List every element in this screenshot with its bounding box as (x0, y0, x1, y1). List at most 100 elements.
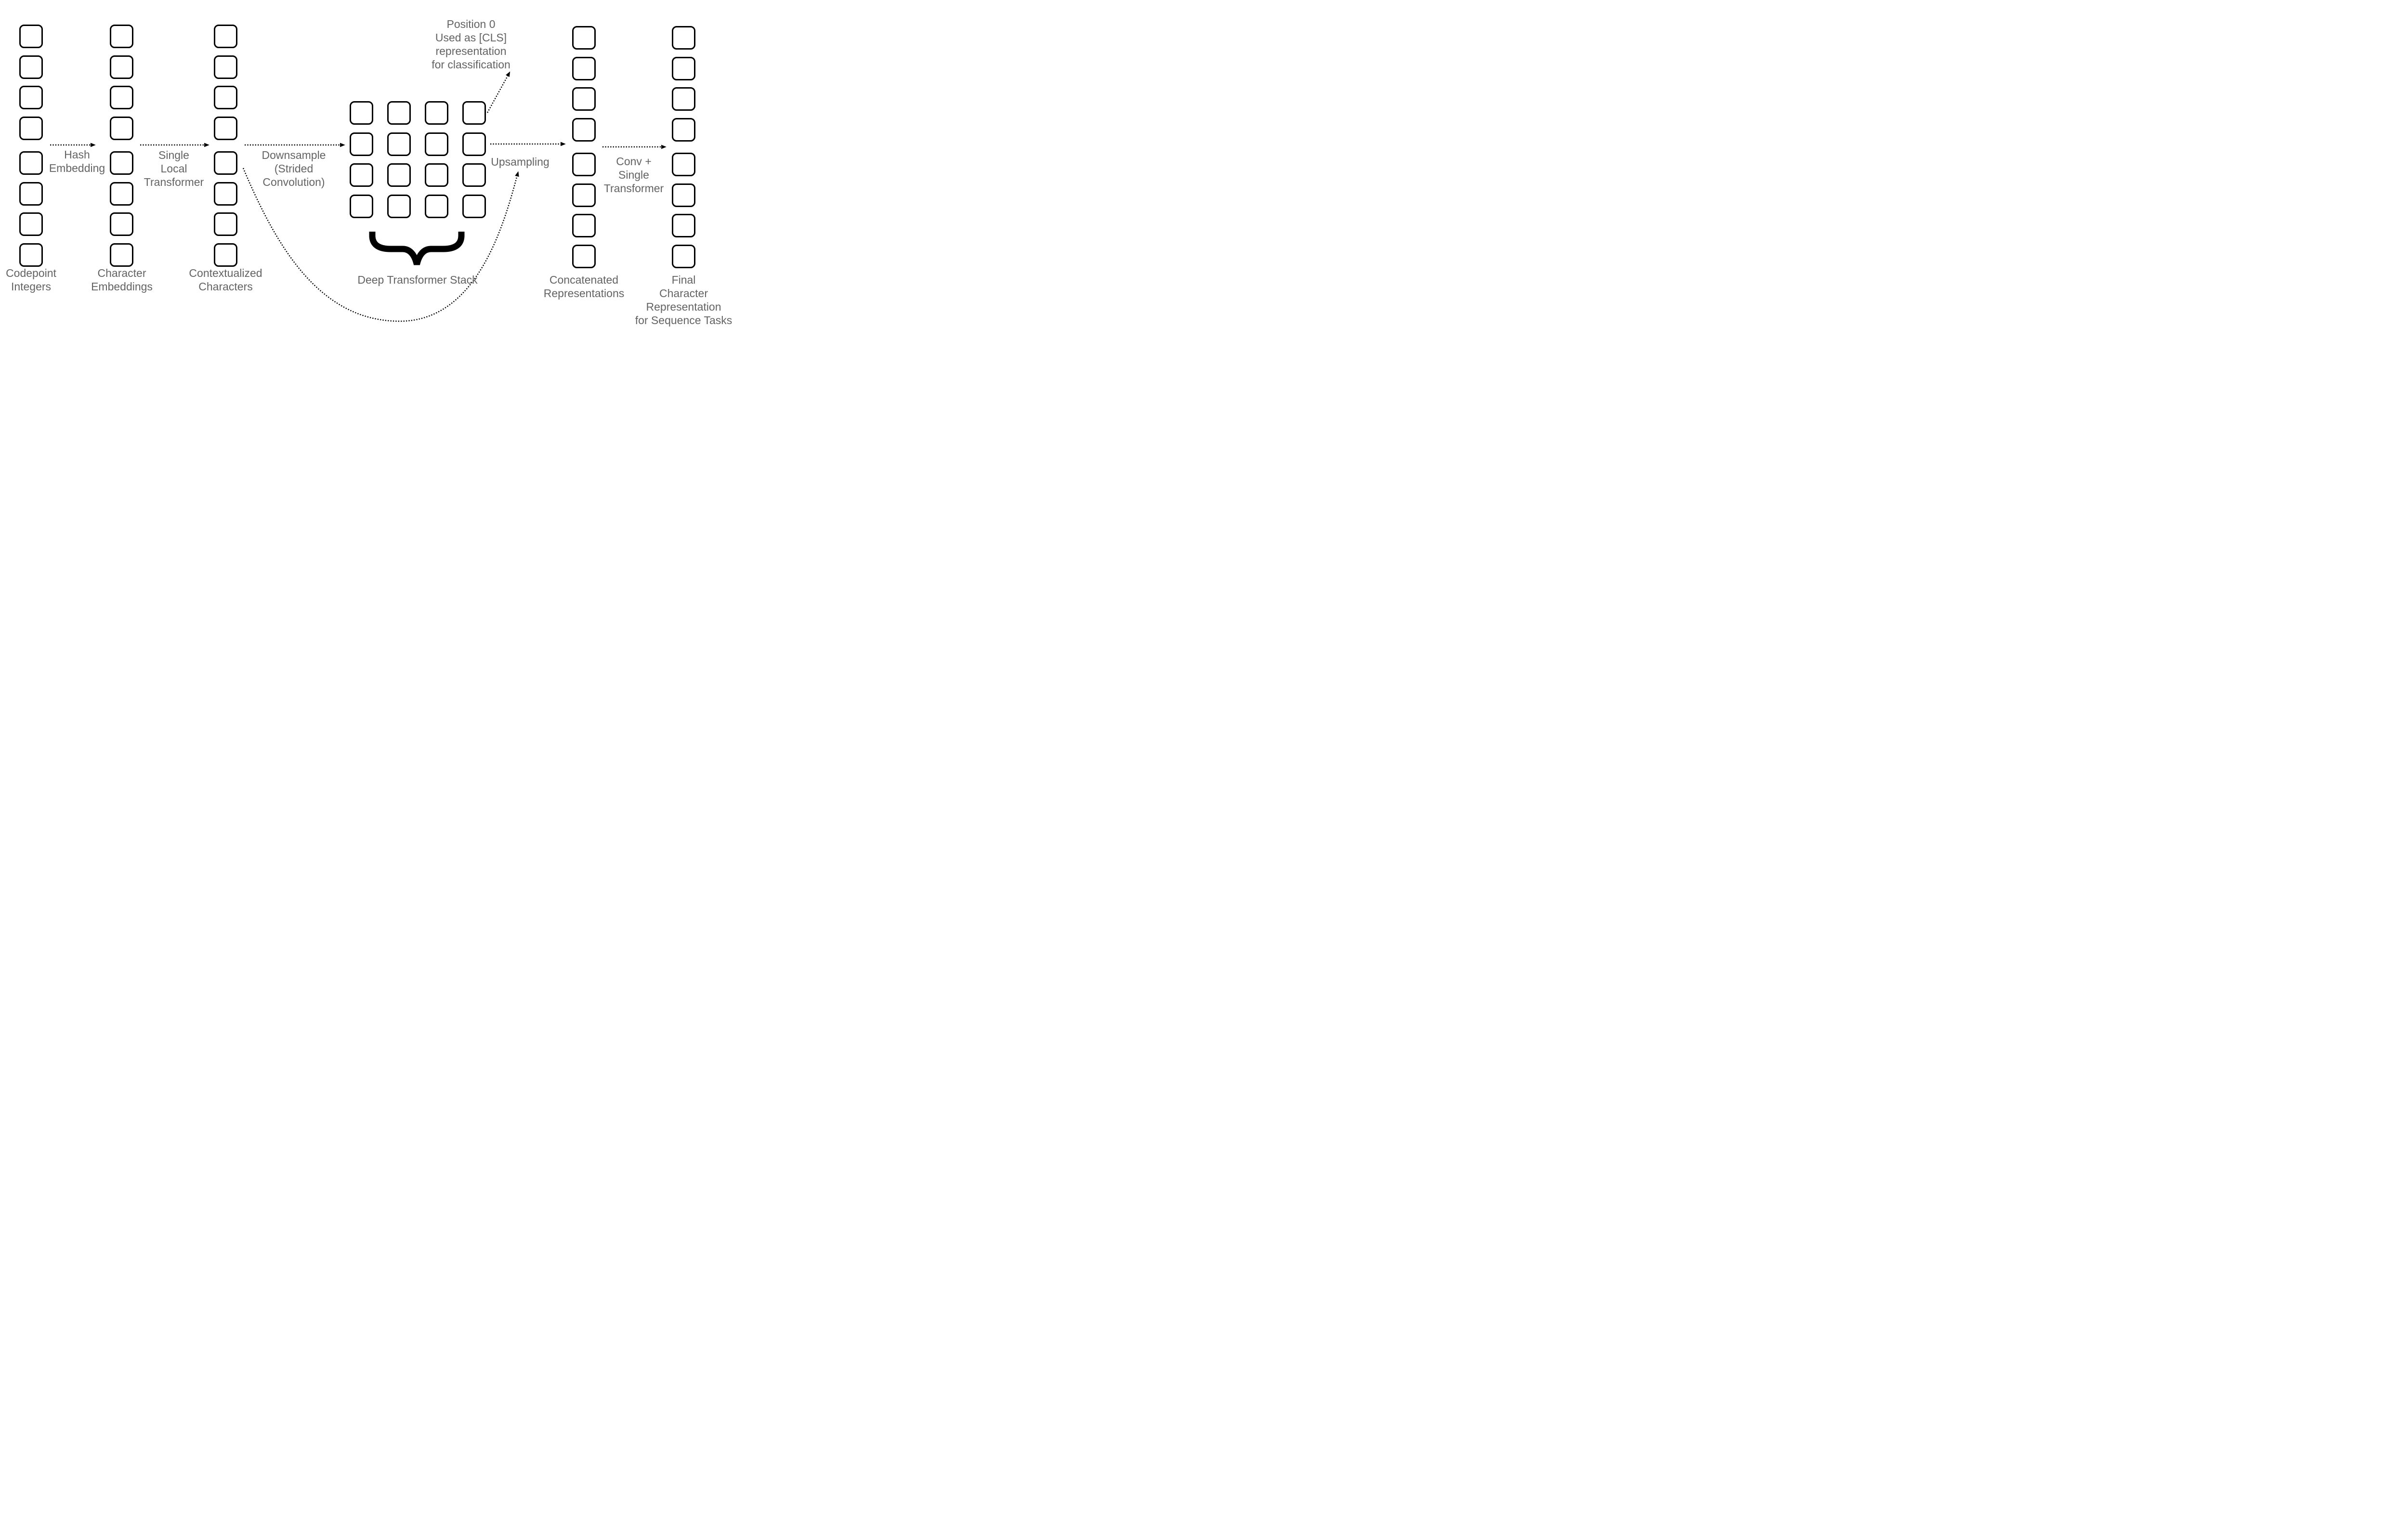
label-line: Deep Transformer Stack (357, 274, 478, 286)
downsampled-position-box (387, 163, 411, 187)
label-upsampling: Upsampling (491, 155, 549, 169)
final-representation-box (672, 183, 695, 207)
label-contextualized-characters: Contextualized Characters (189, 266, 262, 293)
label-conv-single-transformer: Conv + Single Transformer (604, 155, 664, 195)
label-line: Transformer (603, 182, 664, 195)
concatenated-representation-box (572, 183, 596, 207)
final-representation-box (672, 26, 695, 50)
label-line: for Sequence Tasks (635, 314, 733, 327)
codepoint-box (19, 182, 43, 206)
label-line: Characters (198, 280, 253, 293)
downsampled-position-box (425, 132, 448, 156)
character-embedding-box (110, 55, 133, 79)
codepoint-box (19, 55, 43, 79)
label-line: Character (659, 287, 708, 300)
downsampled-position-box (425, 163, 448, 187)
final-representation-box (672, 214, 695, 237)
final-representation-box (672, 244, 695, 268)
label-downsample: Downsample (Strided Convolution) (262, 148, 326, 189)
character-embedding-box (110, 151, 133, 175)
label-line: Hash (64, 148, 90, 161)
canine-architecture-diagram: Codepoint Integers Character Embeddings … (0, 0, 740, 341)
label-hash-embedding: Hash Embedding (49, 148, 105, 175)
label-line: Used as [CLS] (435, 31, 507, 44)
concatenated-representation-box (572, 214, 596, 237)
downsampled-position-box (350, 132, 373, 156)
codepoint-box (19, 86, 43, 109)
codepoint-box (19, 243, 43, 267)
label-concatenated-representations: Concatenated Representations (544, 273, 625, 300)
label-line: Representation (646, 301, 721, 313)
final-representation-box (672, 56, 695, 80)
codepoint-box (19, 212, 43, 236)
contextualized-character-box (214, 151, 237, 175)
downsampled-position-box (387, 132, 411, 156)
label-line: Character (97, 267, 146, 279)
downsampled-position-box (462, 101, 486, 125)
label-line: Concatenated (549, 274, 619, 286)
downsampled-position-box (462, 194, 486, 218)
concatenated-representation-box (572, 26, 596, 50)
contextualized-character-box (214, 182, 237, 206)
label-deep-transformer-stack: Deep Transformer Stack (357, 273, 477, 287)
label-line: Upsampling (491, 156, 550, 168)
contextualized-character-box (214, 86, 237, 109)
concatenated-representation-box (572, 87, 596, 111)
label-line: Single (158, 149, 189, 161)
label-final-character-representation: Final Character Representation for Seque… (635, 273, 733, 327)
label-line: Transformer (144, 176, 204, 188)
codepoint-box (19, 25, 43, 48)
downsampled-position-box (462, 163, 486, 187)
downsampled-position-box (387, 101, 411, 125)
deep-transformer-stack-grid (350, 101, 486, 218)
codepoint-box (19, 151, 43, 175)
final-representation-box (672, 118, 695, 142)
label-line: Embeddings (91, 280, 153, 293)
final-representation-box (672, 87, 695, 111)
concatenated-representation-box (572, 118, 596, 142)
cls-position0-arrow-icon (486, 71, 510, 113)
label-line: Convolution) (262, 176, 325, 188)
character-embedding-box (110, 116, 133, 140)
downsampled-position-box (350, 194, 373, 218)
label-codepoint-integers: Codepoint Integers (6, 266, 56, 293)
label-line: Embedding (49, 162, 105, 174)
character-embeddings-column (110, 25, 133, 267)
downsampled-position-box (462, 132, 486, 156)
label-line: Single (618, 169, 649, 181)
codepoint-integers-column (19, 25, 43, 267)
downsampled-position-box (350, 163, 373, 187)
character-embedding-box (110, 212, 133, 236)
label-line: Downsample (262, 149, 326, 161)
label-line: Representations (543, 287, 625, 300)
label-line: Integers (11, 280, 52, 293)
label-character-embeddings: Character Embeddings (91, 266, 153, 293)
label-line: Position 0 (446, 18, 496, 30)
contextualized-character-box (214, 55, 237, 79)
downsampled-position-box (425, 194, 448, 218)
label-line: Local (160, 162, 187, 175)
label-line: Contextualized (189, 267, 262, 279)
final-representation-box (672, 153, 695, 176)
character-embedding-box (110, 182, 133, 206)
character-embedding-box (110, 86, 133, 109)
downsampled-position-box (350, 101, 373, 125)
codepoint-box (19, 116, 43, 140)
concatenated-representation-box (572, 153, 596, 176)
character-embedding-box (110, 25, 133, 48)
final-character-representation-column (672, 26, 695, 268)
downsampled-position-box (425, 101, 448, 125)
contextualized-character-box (214, 25, 237, 48)
label-line: representation (435, 45, 507, 57)
label-line: Conv + (616, 155, 652, 168)
character-embedding-box (110, 243, 133, 267)
label-line: Final (671, 274, 696, 286)
label-single-local-transformer: Single Local Transformer (144, 148, 204, 189)
contextualized-characters-column (214, 25, 237, 267)
label-line: Codepoint (6, 267, 56, 279)
downsampled-position-box (387, 194, 411, 218)
concatenated-representations-column (572, 26, 596, 268)
label-line: for classification (432, 58, 510, 71)
concatenated-representation-box (572, 244, 596, 268)
label-line: (Strided (274, 162, 314, 175)
